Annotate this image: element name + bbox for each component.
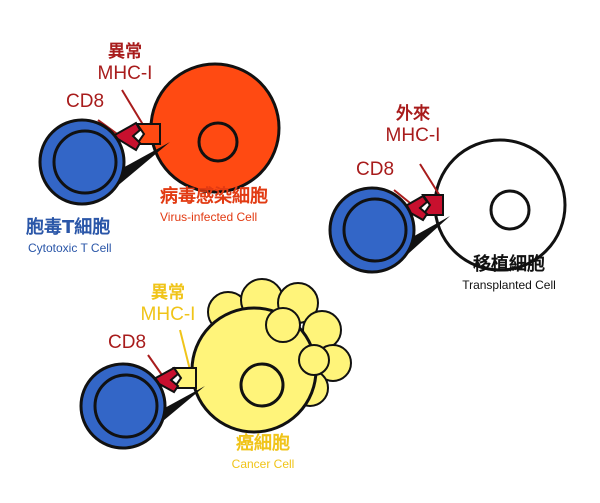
transplant-target-name-en: Transplanted Cell xyxy=(462,278,556,292)
transplant-tcr-cd8-receptor xyxy=(399,194,429,222)
virus-cytotoxic-wedge xyxy=(108,142,170,188)
virus-target-name: 病毒感染細胞 xyxy=(160,186,268,207)
transplant-panel xyxy=(328,138,567,274)
cancer-mhc-label-2: MHC-I xyxy=(140,304,196,325)
virus-infected-cell xyxy=(149,62,281,194)
virus-infected-cell-nucleus xyxy=(197,121,239,163)
cancer-lobe xyxy=(265,307,301,343)
virus-panel xyxy=(38,62,281,206)
virus-target-name-en: Virus-infected Cell xyxy=(160,210,258,224)
cancer-mhc-i-marker xyxy=(172,367,197,389)
cancer-cell-nucleus xyxy=(239,362,285,408)
transplant-mhc-pointer xyxy=(419,163,441,197)
cancer-target-name: 癌細胞 xyxy=(236,433,290,454)
cancer-cd8-label: CD8 xyxy=(108,332,147,353)
virus-cd8-label: CD8 xyxy=(66,91,105,112)
cancer-panel xyxy=(79,278,352,450)
transplanted-cell xyxy=(433,138,567,272)
cancer-lobe xyxy=(298,344,330,376)
virus-mhc-label-2: MHC-I xyxy=(97,63,153,84)
cancer-mhc-label-1: 異常 xyxy=(151,283,185,303)
transplant-t-cell-nucleus xyxy=(342,197,408,263)
virus-mhc-pointer xyxy=(121,89,146,129)
virus-mhc-label-1: 異常 xyxy=(108,42,142,62)
cancer-cd8-pointer xyxy=(147,354,163,376)
t-cell-name-en: Cytotoxic T Cell xyxy=(28,241,112,255)
transplant-mhc-label-2: MHC-I xyxy=(385,125,441,146)
transplant-mhc-label-1: 外來 xyxy=(396,104,430,124)
cancer-t-cell-nucleus xyxy=(93,373,159,439)
transplant-cd8-label: CD8 xyxy=(356,159,395,180)
t-cell-name: 胞毒T細胞 xyxy=(26,217,111,238)
cancer-mhc-pointer xyxy=(179,329,191,371)
transplant-mhc-i-marker xyxy=(421,194,444,216)
virus-tcr-cd8-receptor xyxy=(111,121,142,152)
cancer-tcr-cd8-receptor xyxy=(149,366,180,394)
transplanted-cell-nucleus xyxy=(489,189,531,231)
transplant-target-name: 移植細胞 xyxy=(473,254,545,275)
cancer-target-name-en: Cancer Cell xyxy=(231,457,295,471)
cytotoxic-t-cell-nucleus xyxy=(52,129,118,195)
virus-mhc-i-marker xyxy=(135,123,161,145)
